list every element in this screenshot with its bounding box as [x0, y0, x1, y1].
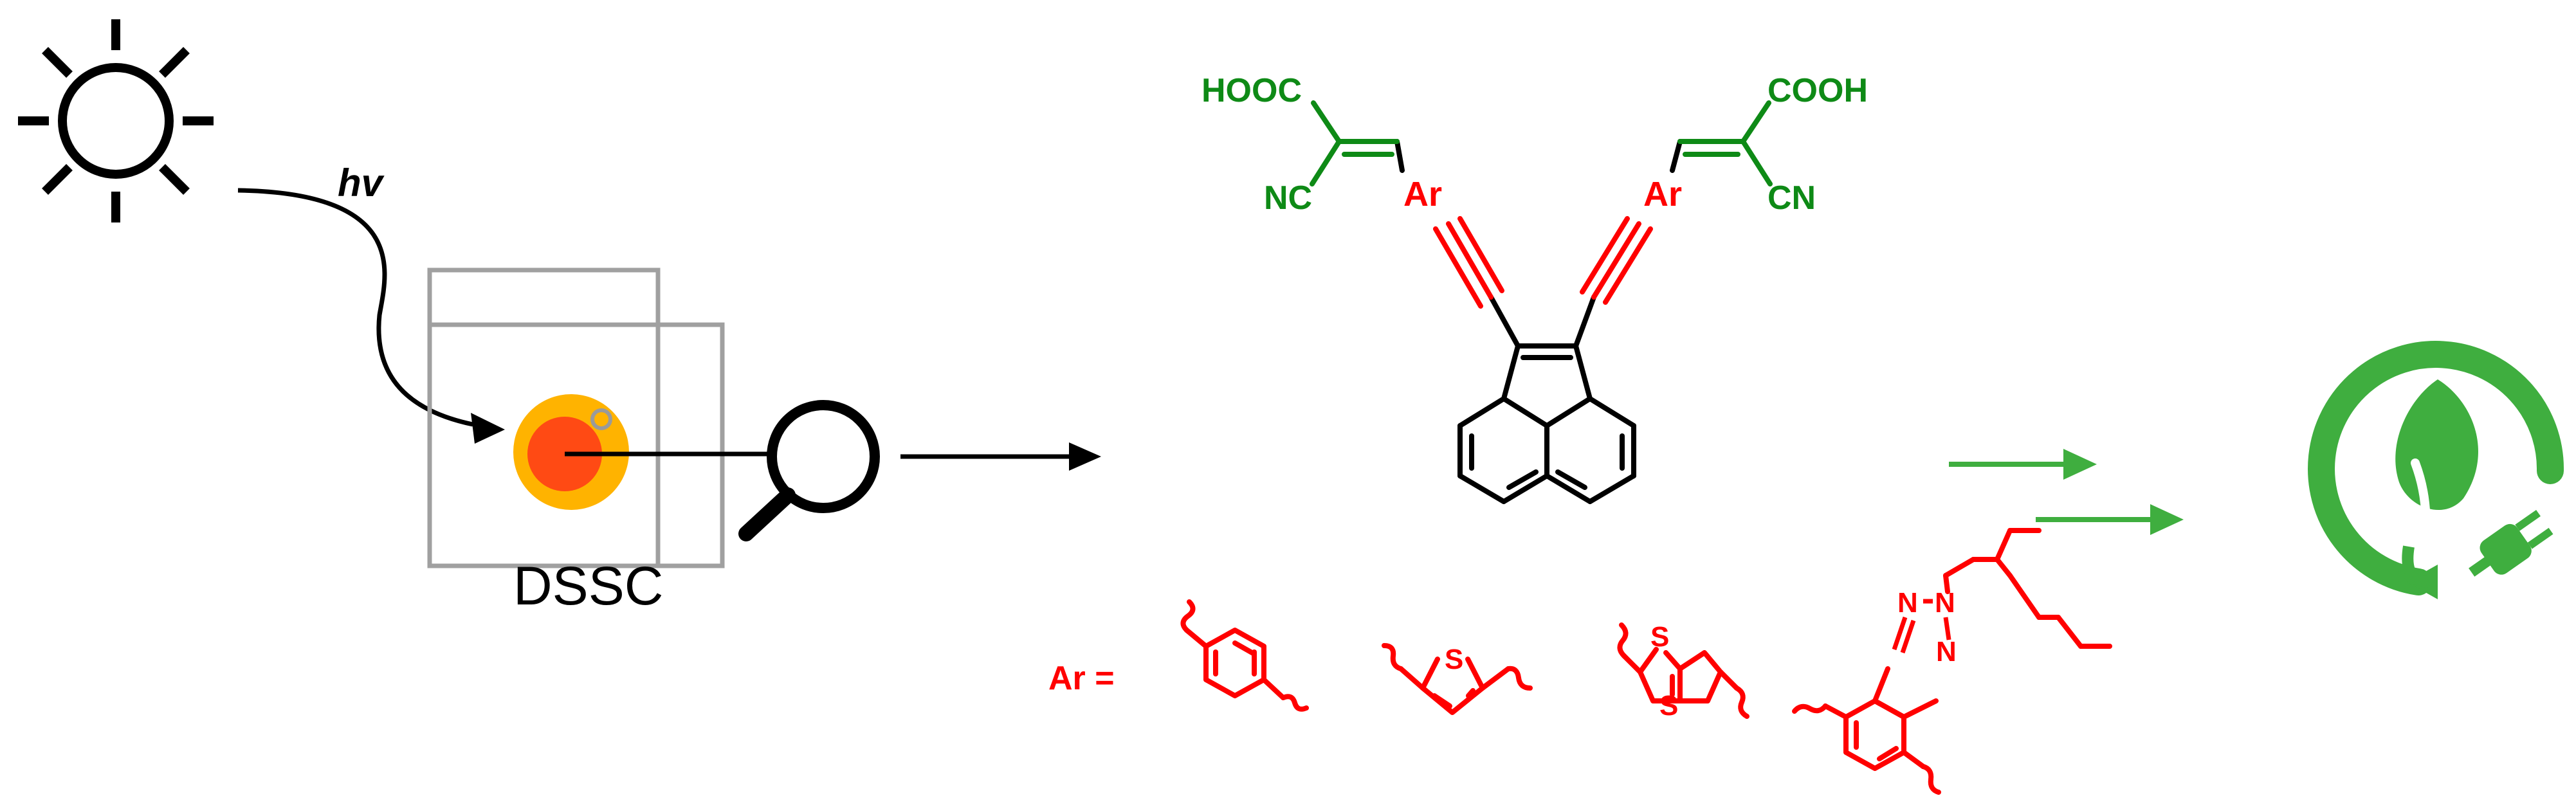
thienothiophene — [1617, 622, 1749, 719]
thiophene — [1382, 643, 1533, 715]
dssc-cell — [427, 267, 725, 568]
thienothiophene-s-bottom-label: S — [1659, 690, 1678, 721]
leaf-plug-cycle-icon — [2308, 341, 2564, 599]
thiophene-s-label: S — [1445, 644, 1463, 675]
cooh-label: COOH — [1768, 72, 1868, 109]
benzotriazole-n2-label: N — [1935, 587, 1955, 619]
dye-molecule — [1310, 100, 1773, 504]
light-arrow — [237, 188, 505, 444]
phenylene — [1180, 599, 1309, 712]
triazole-bonds — [1892, 599, 1951, 654]
energy-arrows — [1949, 449, 2184, 535]
ar-left-label: Ar — [1403, 175, 1442, 213]
cn-label: CN — [1768, 179, 1816, 217]
ar-equals-label: Ar = — [1048, 660, 1115, 697]
aryl-options — [1180, 528, 2112, 795]
benzotriazole — [1792, 528, 2112, 795]
main-arrow — [900, 442, 1101, 471]
hooc-label: HOOC — [1201, 72, 1302, 109]
hv-label: hv — [338, 161, 385, 204]
benzotriazole-n3-label: N — [1936, 636, 1957, 667]
dssc-label: DSSC — [513, 556, 663, 616]
sun-icon — [18, 19, 214, 222]
nc-label: NC — [1264, 179, 1312, 217]
magnifying-glass-icon — [738, 400, 880, 541]
thienothiophene-s-top-label: S — [1650, 621, 1669, 653]
benzotriazole-n1-label: N — [1897, 587, 1918, 619]
ar-right-label: Ar — [1643, 175, 1682, 213]
